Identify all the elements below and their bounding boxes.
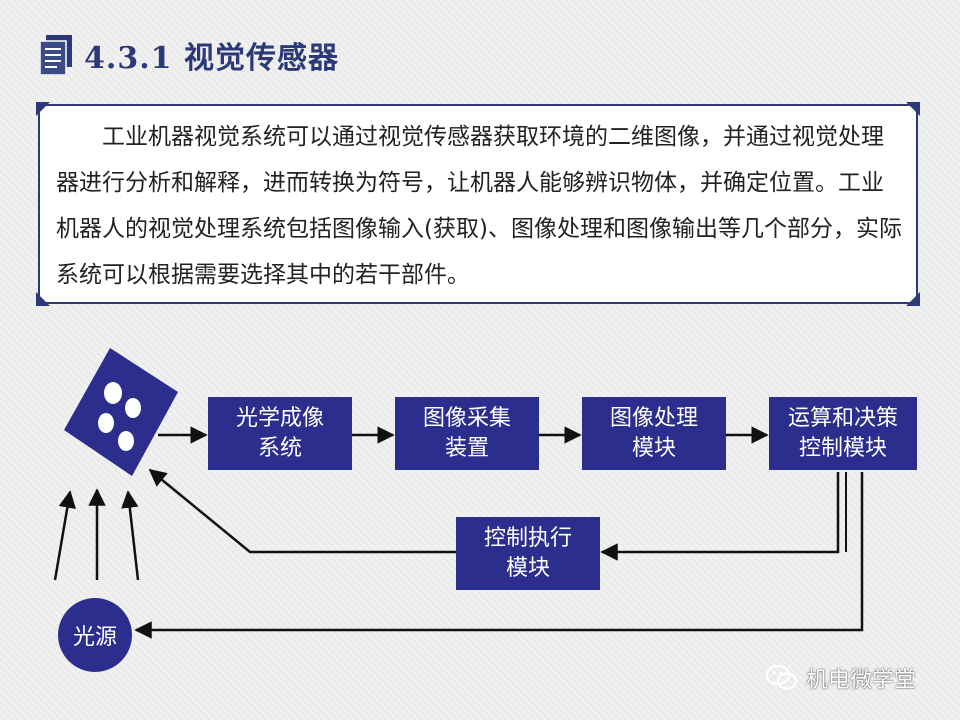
intro-text-box: 工业机器视觉系统可以通过视觉传感器获取环境的二维图像，并通过视觉处理器进行分析和… bbox=[36, 102, 920, 306]
wechat-icon bbox=[766, 665, 797, 690]
corner-decoration bbox=[36, 102, 50, 116]
control-execution-box: 控制执行 模块 bbox=[456, 517, 600, 590]
image-acquisition-box: 图像采集 装置 bbox=[395, 397, 539, 470]
decision-control-box: 运算和决策 控制模块 bbox=[769, 397, 917, 470]
light-ray bbox=[121, 490, 140, 581]
document-icon bbox=[40, 35, 72, 75]
watermark: 机电微学堂 bbox=[766, 662, 916, 694]
page-title: 4.3.1 视觉传感器 bbox=[84, 41, 339, 76]
corner-decoration bbox=[906, 292, 920, 306]
object-dot bbox=[125, 398, 141, 418]
object-diamond bbox=[64, 348, 178, 476]
corner-decoration bbox=[36, 292, 50, 306]
image-processing-box: 图像处理 模块 bbox=[582, 397, 726, 470]
object-dot bbox=[98, 413, 114, 433]
arrow-decision-to-light bbox=[134, 472, 864, 639]
arrow-execution-to-object bbox=[148, 468, 456, 554]
light-ray bbox=[53, 490, 76, 581]
light-source-circle: 光源 bbox=[58, 598, 132, 672]
title-bar: 4.3.1 视觉传感器 bbox=[40, 30, 339, 80]
arrow-decision-to-execution bbox=[600, 472, 840, 561]
object-dot bbox=[118, 431, 134, 451]
intro-paragraph: 工业机器视觉系统可以通过视觉传感器获取环境的二维图像，并通过视觉处理器进行分析和… bbox=[56, 124, 902, 288]
object-dot bbox=[104, 382, 122, 404]
watermark-text: 机电微学堂 bbox=[806, 668, 917, 693]
optical-imaging-box: 光学成像 系统 bbox=[208, 397, 352, 470]
corner-decoration bbox=[906, 102, 920, 116]
